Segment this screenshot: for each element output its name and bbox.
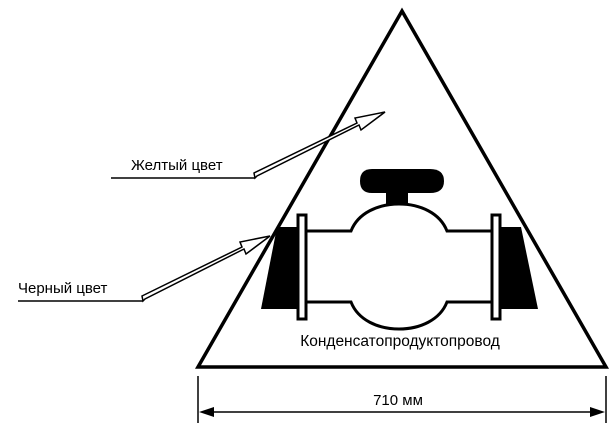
- yellow-label: Желтый цвет: [131, 157, 223, 174]
- valve-stem: [386, 190, 408, 206]
- valve-handle: [360, 169, 444, 193]
- black-callout: Черный цвет: [18, 235, 271, 303]
- left-dimension-arrowhead: [199, 407, 214, 417]
- yellow-arrow: [253, 111, 386, 180]
- black-arrow: [141, 235, 271, 303]
- left-flange-block: [261, 227, 299, 309]
- black-label: Черный цвет: [18, 280, 108, 297]
- product-label: Конденсатопродуктопровод: [300, 333, 500, 350]
- valve-body: [304, 202, 494, 331]
- dimension-annotation: 710 мм: [197, 376, 607, 423]
- triangle-outline: [194, 7, 610, 369]
- dimension-label: 710 мм: [373, 392, 423, 409]
- yellow-callout: Желтый цвет: [111, 111, 386, 180]
- right-flange-block: [500, 227, 538, 309]
- valve-icon: [261, 169, 538, 331]
- right-dimension-arrowhead: [590, 407, 605, 417]
